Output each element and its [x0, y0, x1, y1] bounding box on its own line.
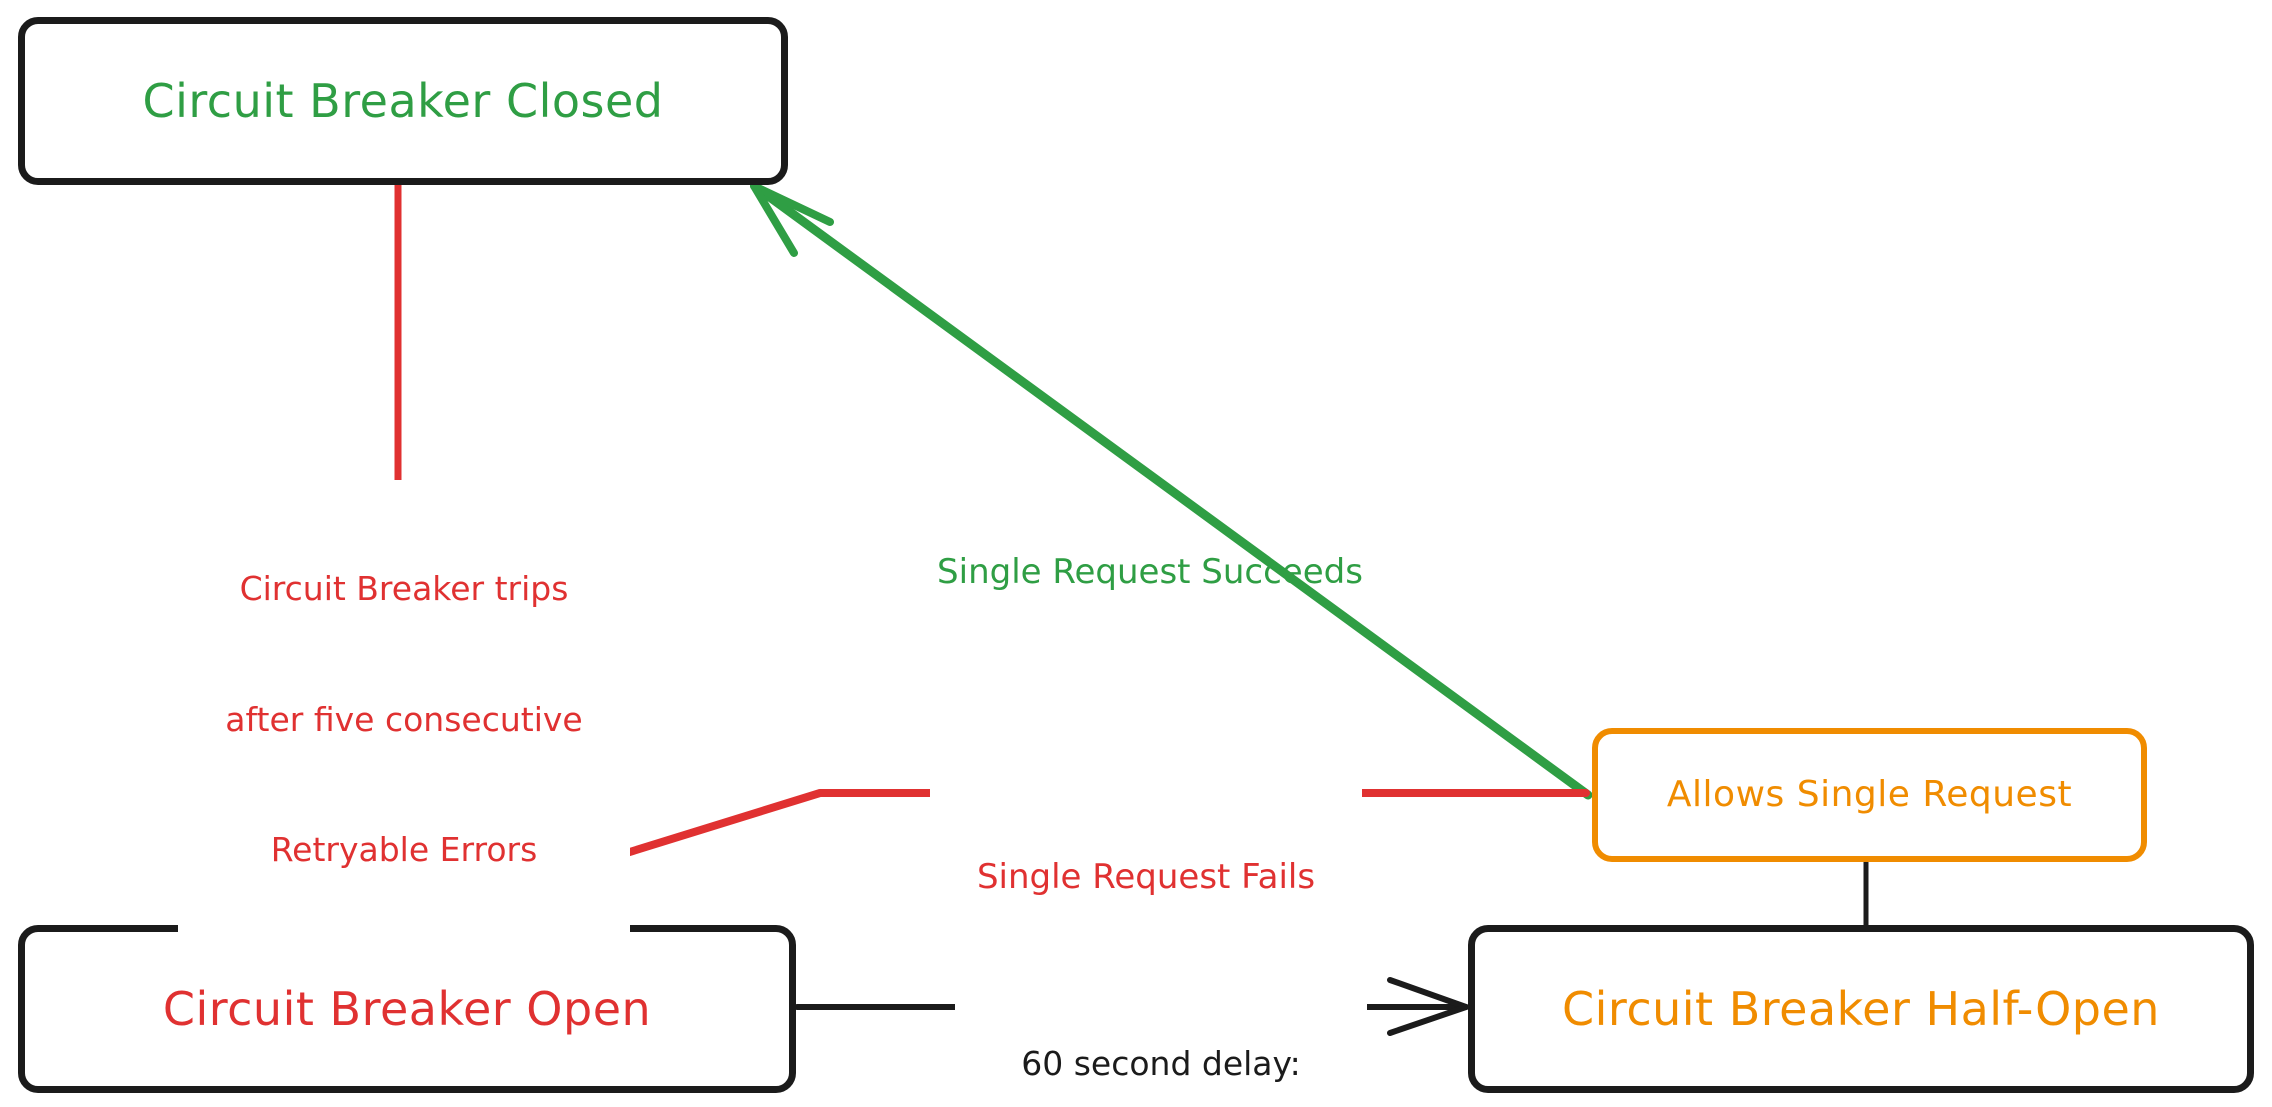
state-node-circuit-breaker-open[interactable]: Circuit Breaker Open — [18, 925, 796, 1093]
state-node-allows-single-request[interactable]: Allows Single Request — [1592, 728, 2147, 862]
arrowhead-green-a — [750, 182, 834, 226]
state-node-label-open: Circuit Breaker Open — [162, 981, 652, 1036]
arrowhead-green-b — [750, 182, 798, 257]
state-node-label-closed: Circuit Breaker Closed — [142, 73, 664, 128]
state-node-circuit-breaker-half-open[interactable]: Circuit Breaker Half-Open — [1468, 925, 2254, 1093]
edge-open-to-halfopen — [794, 977, 1469, 1036]
edge-closed-to-open — [374, 179, 438, 928]
edge-allows-to-closed-line — [755, 185, 1593, 800]
arrowhead-black-a — [1387, 977, 1469, 1010]
state-node-label-allows-single-request: Allows Single Request — [1666, 774, 2073, 816]
state-node-label-half-open: Circuit Breaker Half-Open — [1562, 981, 2160, 1036]
edge-allows-to-open-line — [400, 789, 1590, 926]
arrowhead-black-b — [1387, 1004, 1469, 1036]
edge-allows-to-open — [394, 789, 1590, 930]
state-node-circuit-breaker-closed[interactable]: Circuit Breaker Closed — [18, 17, 788, 185]
edge-allows-to-closed — [750, 182, 1593, 800]
